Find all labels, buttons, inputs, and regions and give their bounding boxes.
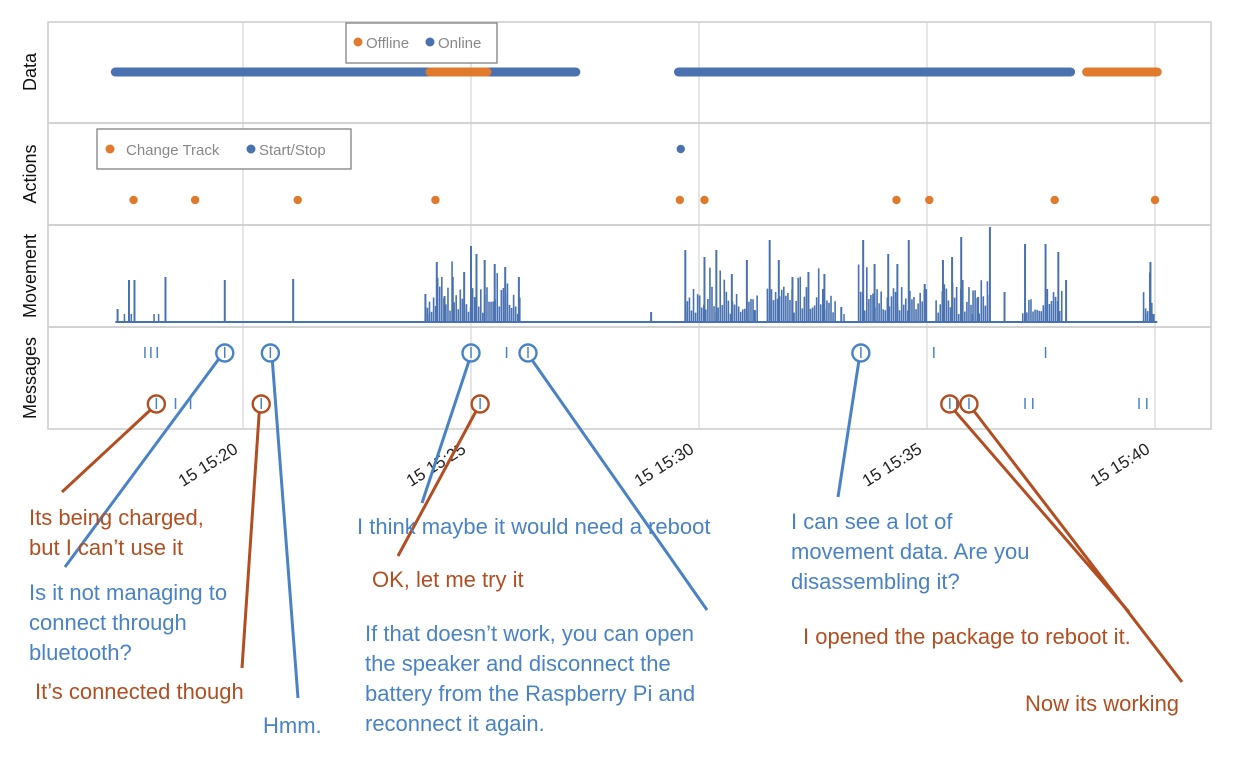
leader-ann-4 [270,360,300,699]
x-tick-label: 15 15:35 [859,439,925,490]
annotation-ann-9: I opened the package to reboot it. [803,624,1131,649]
highlighted-message-circle-red [470,394,490,414]
annotation-line: Is it not managing to [29,580,227,605]
annotation-ann-8: I can see a lot of movement data. Are you… [791,509,1029,594]
legend-offline-label: Offline [366,35,409,52]
leader-ann-5 [420,360,471,504]
annotation-line: connect through [29,610,187,635]
ylabel-data: Data [20,52,40,91]
annotation-ann-6: OK, let me try it [372,567,524,592]
legend-start-stop-label: Start/Stop [259,142,326,159]
leader-ann-2 [63,358,220,568]
legend-online-label: Online [438,35,481,52]
change-track-point [190,195,200,205]
ylabel-messages: Messages [20,337,40,419]
annotation-ann-2: Is it not managing to connect through blue… [29,580,227,665]
leader-ann-3 [240,411,261,669]
change-track-point [892,195,901,205]
leader-ann-9 [953,410,1131,613]
movement-panel [115,227,1158,323]
leader-ann-7 [530,359,709,611]
annotation-ann-1: Its being charged, but I can’t use it [29,505,204,560]
legend-offline-marker [353,37,363,47]
annotation-line: I think maybe it would need a reboot [357,514,710,539]
annotation-ann-10: Now its working [1025,691,1179,716]
change-track-point [1150,195,1160,205]
annotation-line: battery from the Raspberry Pi and [365,681,695,706]
annotation-line: OK, let me try it [372,567,524,592]
x-tick-label: 15 15:40 [1087,439,1153,490]
change-track-point [700,195,709,205]
annotation-ann-4: Hmm. [263,713,322,738]
change-track-point [431,195,440,205]
annotation-line: but I can’t use it [29,535,183,560]
change-track-point [675,195,685,205]
panel-frame-messages [47,326,1212,430]
annotation-ann-7: If that doesn’t work, you can open the sp… [365,621,695,736]
annotation-line: Now its working [1025,691,1179,716]
annotation-line: I can see a lot of [791,509,953,534]
highlighted-message-circle-blue [260,343,281,363]
actions-legend-box [96,128,352,170]
messages-panel [144,343,1148,414]
annotations: Its being charged, but I can’t use it Is i… [29,505,1179,738]
x-tick-label: 15 15:30 [631,439,697,490]
annotation-line: bluetooth? [29,640,132,665]
annotation-line: the speaker and disconnect the [365,651,671,676]
annotation-line: reconnect it again. [365,711,545,736]
leader-ann-6 [396,410,478,557]
highlighted-message-circle-red [959,394,979,414]
highlighted-message-circle-blue [215,343,235,363]
change-track-point [293,195,302,205]
legend-change-track-label: Change Track [126,142,220,159]
change-track-point [1050,195,1059,205]
change-track-point [129,195,138,205]
highlighted-message-circle-blue [518,343,538,363]
leader-ann-10 [972,410,1184,683]
annotation-line: disassembling it? [791,569,960,594]
annotation-line: It’s connected though [35,679,244,704]
panel-frames [47,21,1212,430]
start-stop-point [676,144,685,154]
legend-start-stop-marker [246,144,256,154]
annotation-line: If that doesn’t work, you can open [365,621,694,646]
annotation-ann-3: It’s connected though [35,679,244,704]
legend-change-track-marker [105,144,115,154]
highlighted-message-circle-red [940,394,960,414]
annotation-ann-5: I think maybe it would need a reboot [357,514,710,539]
annotation-line: I opened the package to reboot it. [803,624,1131,649]
leader-ann-1 [60,408,152,494]
highlighted-message-circle-red [251,394,271,414]
ylabel-movement: Movement [20,234,40,318]
change-track-point [925,195,934,205]
data-legend-box [345,22,498,64]
annotation-line: Its being charged, [29,505,204,530]
annotation-line: movement data. Are you [791,539,1029,564]
actions-panel [129,144,1160,205]
annotation-line: Hmm. [263,713,322,738]
legend-online-marker [425,37,435,47]
highlighted-message-circle-red [146,394,167,414]
ylabel-actions: Actions [20,144,40,203]
x-tick-label: 15 15:20 [175,439,241,490]
highlighted-message-circle-blue [851,343,871,363]
leader-ann-8 [836,360,861,498]
highlighted-message-circle-blue [461,343,481,363]
annotation-leaders [60,358,1184,699]
